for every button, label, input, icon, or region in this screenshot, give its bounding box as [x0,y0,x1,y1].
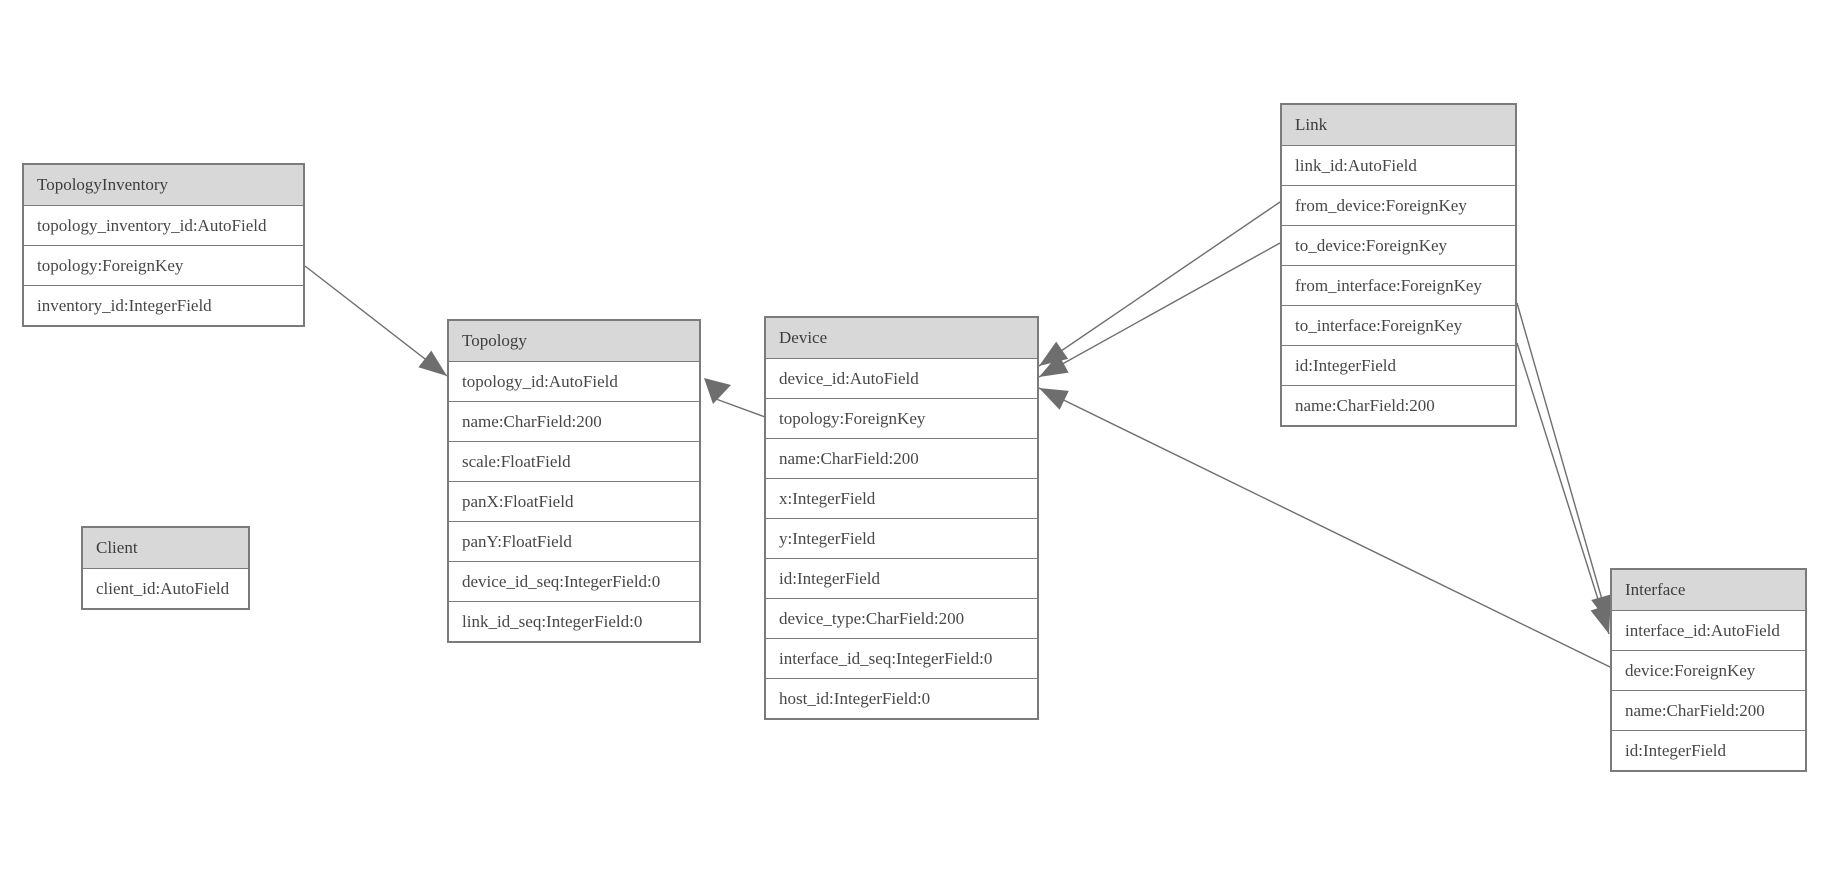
entity-field: id:IntegerField [1612,730,1805,770]
entity-field: inventory_id:IntegerField [24,285,303,325]
entity-field: name:CharField:200 [1282,385,1515,425]
entity-field: interface_id:AutoField [1612,610,1805,650]
entity-field: panY:FloatField [449,521,699,561]
entity-field: to_device:ForeignKey [1282,225,1515,265]
edge-link-from-interface-interface [1516,302,1612,625]
edge-link-to-device-device [1038,242,1281,378]
entity-field: topology:ForeignKey [766,398,1037,438]
entity-topology-title: Topology [449,321,699,361]
edge-link-to-interface-interface [1516,342,1611,635]
entity-field: id:IntegerField [766,558,1037,598]
entity-device: Device device_id:AutoField topology:Fore… [764,316,1039,720]
entity-field: name:CharField:200 [766,438,1037,478]
entity-link: Link link_id:AutoField from_device:Forei… [1280,103,1517,427]
entity-topology: Topology topology_id:AutoField name:Char… [447,319,701,643]
edge-link-from-device-device [1038,201,1281,367]
entity-field: topology_id:AutoField [449,361,699,401]
entity-field: scale:FloatField [449,441,699,481]
entity-field: topology:ForeignKey [24,245,303,285]
entity-field: device_id_seq:IntegerField:0 [449,561,699,601]
entity-field: client_id:AutoField [83,568,248,608]
entity-field: y:IntegerField [766,518,1037,558]
entity-interface: Interface interface_id:AutoField device:… [1610,568,1807,772]
entity-field: from_interface:ForeignKey [1282,265,1515,305]
entity-field: id:IntegerField [1282,345,1515,385]
entity-field: name:CharField:200 [1612,690,1805,730]
entity-field: interface_id_seq:IntegerField:0 [766,638,1037,678]
entity-device-title: Device [766,318,1037,358]
entity-field: device_type:CharField:200 [766,598,1037,638]
entity-client: Client client_id:AutoField [81,526,250,610]
entity-topologyinventory-title: TopologyInventory [24,165,303,205]
edge-interface-device-device [1038,387,1611,668]
entity-topologyinventory: TopologyInventory topology_inventory_id:… [22,163,305,327]
edge-device-topology [704,378,766,418]
entity-field: to_interface:ForeignKey [1282,305,1515,345]
entity-field: link_id:AutoField [1282,145,1515,185]
entity-link-title: Link [1282,105,1515,145]
entity-field: topology_inventory_id:AutoField [24,205,303,245]
entity-field: name:CharField:200 [449,401,699,441]
entity-field: x:IntegerField [766,478,1037,518]
entity-field: device:ForeignKey [1612,650,1805,690]
entity-client-title: Client [83,528,248,568]
entity-field: from_device:ForeignKey [1282,185,1515,225]
entity-field: host_id:IntegerField:0 [766,678,1037,718]
entity-field: link_id_seq:IntegerField:0 [449,601,699,641]
edge-topologyinventory-topology [304,265,448,377]
entity-field: device_id:AutoField [766,358,1037,398]
entity-field: panX:FloatField [449,481,699,521]
entity-interface-title: Interface [1612,570,1805,610]
